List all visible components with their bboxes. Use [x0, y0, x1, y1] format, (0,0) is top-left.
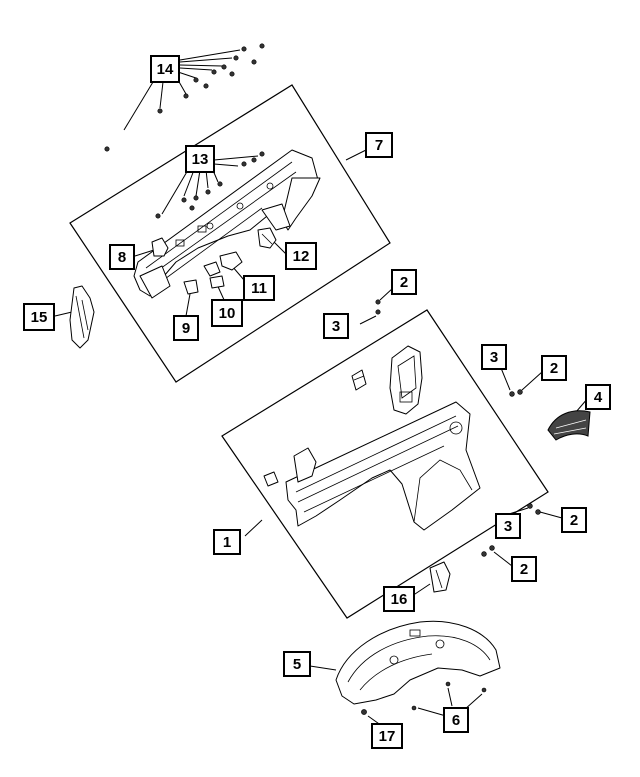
fasteners-2-3-right: [481, 367, 563, 567]
callout-2-lower-right: 2: [561, 507, 587, 533]
bracket-part-11: [219, 251, 245, 281]
svg-text:7: 7: [375, 137, 383, 154]
svg-text:4: 4: [594, 389, 603, 406]
callout-3-top: 3: [323, 313, 349, 339]
callout-2-top: 2: [391, 269, 417, 295]
svg-text:9: 9: [182, 320, 190, 337]
pillar-part-15: [54, 285, 95, 349]
callout-6: 6: [443, 707, 469, 733]
fasteners-2-3-top: [359, 287, 394, 325]
callout-7: 7: [365, 132, 393, 158]
upper-brackets: [351, 345, 423, 415]
bracket-part-8: [134, 237, 169, 257]
callout-15: 15: [23, 303, 55, 331]
svg-text:2: 2: [400, 274, 408, 291]
svg-text:2: 2: [520, 561, 528, 578]
callout-12: 12: [285, 242, 317, 270]
callout-5: 5: [283, 651, 311, 677]
svg-text:8: 8: [118, 249, 126, 266]
svg-text:12: 12: [293, 248, 310, 265]
callout-4: 4: [585, 384, 611, 410]
svg-text:16: 16: [391, 591, 408, 608]
callout-2-right: 2: [541, 355, 567, 381]
svg-text:5: 5: [293, 656, 301, 673]
upper-assembly-frame: [69, 84, 391, 383]
svg-text:3: 3: [490, 349, 498, 366]
svg-text:3: 3: [332, 318, 340, 335]
callout-17: 17: [371, 723, 403, 749]
callout-2-lower: 2: [511, 556, 537, 582]
wheelhouse-liner-part-5: [309, 620, 501, 705]
callout-11: 11: [243, 275, 275, 301]
callout-1: 1: [213, 529, 241, 555]
frame-rail-part: [133, 149, 321, 299]
callout-3-lower: 3: [495, 513, 521, 539]
bracket-part-16: [411, 561, 451, 597]
trim-part-4: [547, 397, 591, 441]
fasteners-group-14: [104, 43, 265, 152]
svg-text:14: 14: [157, 61, 174, 78]
svg-text:15: 15: [31, 309, 48, 326]
callout-13: 13: [185, 145, 215, 173]
quarter-panel-part-1: [263, 401, 481, 531]
svg-text:6: 6: [452, 712, 460, 729]
svg-text:13: 13: [192, 151, 209, 168]
svg-text:1: 1: [223, 534, 231, 551]
bracket-part-9: [183, 279, 199, 317]
svg-text:2: 2: [550, 360, 558, 377]
callout-9: 9: [173, 315, 199, 341]
svg-text:17: 17: [379, 728, 396, 745]
callout-3-right: 3: [481, 344, 507, 370]
svg-text:11: 11: [251, 280, 267, 297]
svg-text:3: 3: [504, 518, 512, 535]
svg-text:2: 2: [570, 512, 578, 529]
callout-14: 14: [150, 55, 180, 83]
svg-text:10: 10: [219, 305, 236, 322]
callout-8: 8: [109, 244, 135, 270]
callout-16: 16: [383, 586, 415, 612]
bracket-part-12: [257, 227, 287, 255]
callout-10: 10: [211, 299, 243, 327]
bracket-part-10: [203, 261, 226, 303]
lower-assembly-frame: [221, 309, 549, 619]
